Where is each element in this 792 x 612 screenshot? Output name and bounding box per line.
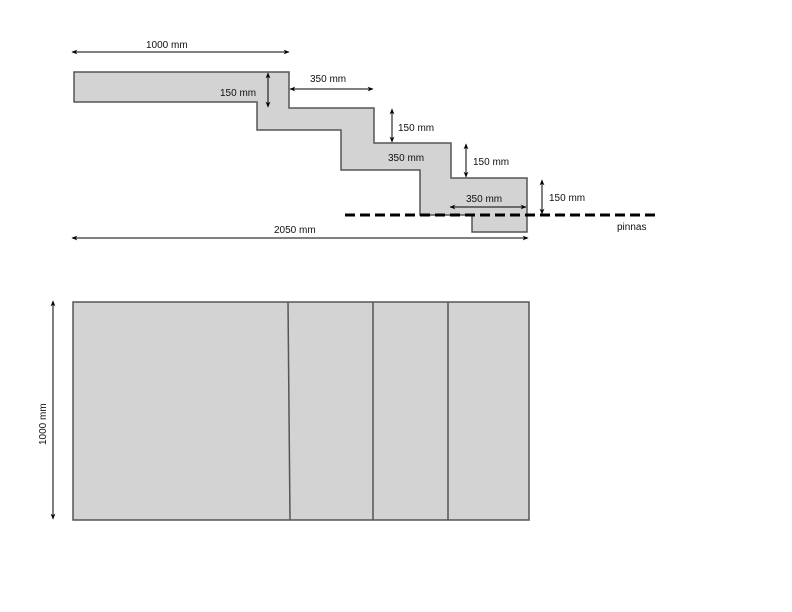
dimension-total-length: 2050 mm — [71, 225, 529, 241]
svg-text:150 mm: 150 mm — [398, 123, 434, 134]
stair-top-view — [72, 301, 530, 521]
dimension-tread-3: 350 mm — [449, 194, 527, 210]
svg-text:1000 mm: 1000 mm — [38, 403, 49, 445]
dimension-riser-2: 150 mm — [389, 108, 434, 143]
stair-side-profile — [73, 71, 528, 233]
dimension-top-length: 1000 mm — [71, 40, 290, 55]
surface-label: pinnas — [617, 222, 646, 233]
svg-text:2050 mm: 2050 mm — [274, 225, 316, 236]
svg-text:350 mm: 350 mm — [310, 74, 346, 85]
dimension-riser-1: 150 mm — [220, 72, 271, 108]
svg-text:350 mm: 350 mm — [466, 194, 502, 205]
dimension-tread-1: 350 mm — [289, 74, 374, 92]
dimension-tread-2: 350 mm — [388, 153, 424, 164]
svg-text:1000 mm: 1000 mm — [146, 40, 188, 51]
svg-text:150 mm: 150 mm — [549, 193, 585, 204]
svg-text:350 mm: 350 mm — [388, 153, 424, 164]
dimension-riser-3: 150 mm — [463, 143, 509, 178]
svg-text:150 mm: 150 mm — [220, 88, 256, 99]
dimension-riser-4: 150 mm — [539, 179, 585, 215]
svg-text:150 mm: 150 mm — [473, 157, 509, 168]
dimension-width: 1000 mm — [38, 300, 56, 520]
